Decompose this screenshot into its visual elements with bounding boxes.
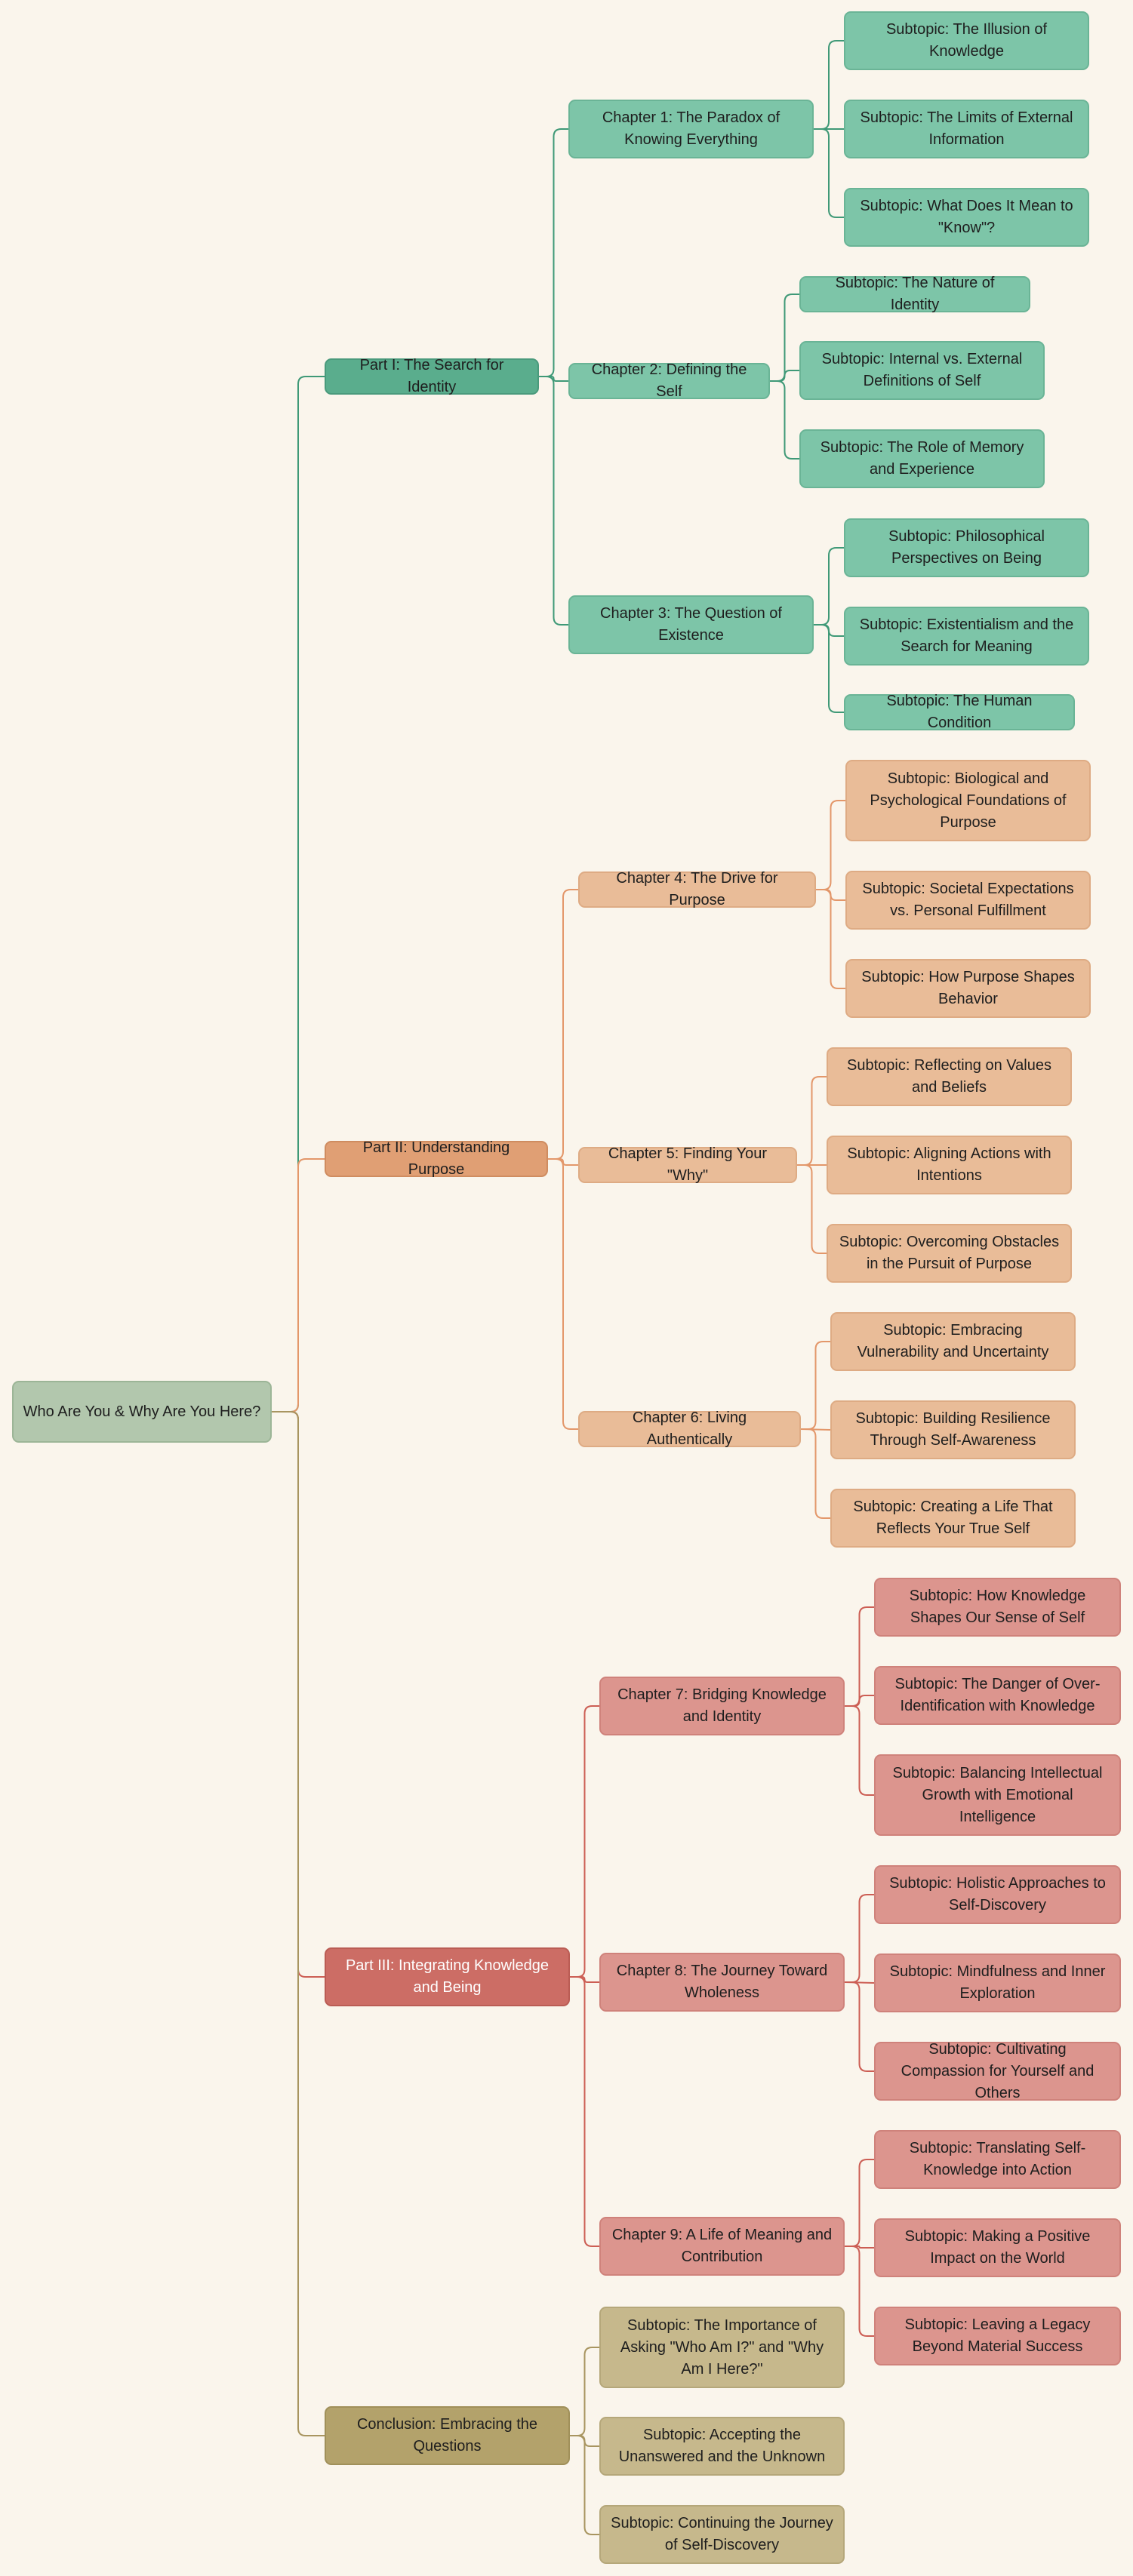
subtopic-node[interactable]: Subtopic: Internal vs. External Definiti… — [799, 341, 1045, 400]
connector-line — [845, 2246, 874, 2337]
connector-line — [272, 1158, 325, 1412]
chapter-3-node[interactable]: Chapter 3: The Question of Existence — [568, 595, 814, 654]
connector-line — [814, 624, 844, 713]
subtopic-node[interactable]: Subtopic: The Limits of External Informa… — [844, 100, 1089, 158]
connector-line — [845, 1894, 874, 1983]
connector-line — [845, 2159, 874, 2247]
subtopic-node[interactable]: Subtopic: Holistic Approaches to Self-Di… — [874, 1865, 1121, 1924]
connector-line — [548, 1158, 578, 1166]
subtopic-node[interactable]: Subtopic: Aligning Actions with Intentio… — [827, 1136, 1072, 1194]
connector-line — [797, 1164, 827, 1254]
subtopic-node[interactable]: Subtopic: Creating a Life That Reflects … — [830, 1489, 1076, 1548]
chapter-2-node[interactable]: Chapter 2: Defining the Self — [568, 361, 770, 400]
connector-line — [272, 1411, 325, 2436]
connector-line — [814, 547, 844, 626]
subtopic-node[interactable]: Subtopic: The Human Condition — [844, 693, 1075, 731]
subtopic-node[interactable]: Subtopic: Embracing Vulnerability and Un… — [830, 1312, 1076, 1371]
connector-line — [816, 800, 845, 890]
connector-line — [814, 128, 844, 218]
chapter-4-node[interactable]: Chapter 4: The Drive for Purpose — [578, 870, 816, 908]
part-1-node[interactable]: Part I: The Search for Identity — [325, 357, 539, 395]
connector-line — [845, 1705, 874, 1796]
connector-line — [770, 294, 799, 382]
chapter-9-node[interactable]: Chapter 9: A Life of Meaning and Contrib… — [599, 2217, 845, 2276]
subtopic-node[interactable]: Subtopic: Overcoming Obstacles in the Pu… — [827, 1224, 1072, 1283]
subtopic-node[interactable]: Subtopic: Continuing the Journey of Self… — [599, 2505, 845, 2564]
connector-line — [539, 128, 568, 377]
connector-line — [570, 1976, 599, 2247]
subtopic-node[interactable]: Subtopic: Existentialism and the Search … — [844, 607, 1089, 666]
subtopic-node[interactable]: Subtopic: The Importance of Asking "Who … — [599, 2307, 845, 2388]
part-2-node[interactable]: Part II: Understanding Purpose — [325, 1139, 548, 1178]
connector-line — [845, 1695, 874, 1707]
subtopic-node[interactable]: Subtopic: Accepting the Unanswered and t… — [599, 2417, 845, 2476]
connector-line — [797, 1076, 827, 1166]
subtopic-node[interactable]: Subtopic: The Illusion of Knowledge — [844, 11, 1089, 70]
chapter-8-node[interactable]: Chapter 8: The Journey Toward Wholeness — [599, 1953, 845, 2012]
subtopic-node[interactable]: Subtopic: Cultivating Compassion for You… — [874, 2041, 1121, 2101]
connector-line — [539, 376, 568, 382]
subtopic-node[interactable]: Subtopic: Reflecting on Values and Belie… — [827, 1047, 1072, 1106]
subtopic-node[interactable]: Subtopic: How Knowledge Shapes Our Sense… — [874, 1578, 1121, 1637]
connector-line — [570, 1976, 599, 1983]
connector-line — [801, 1428, 830, 1519]
subtopic-node[interactable]: Subtopic: Building Resilience Through Se… — [830, 1400, 1076, 1459]
connector-line — [548, 1158, 578, 1430]
subtopic-node[interactable]: Subtopic: What Does It Mean to "Know"? — [844, 188, 1089, 247]
connector-line — [770, 380, 799, 460]
connector-line — [548, 889, 578, 1160]
connector-line — [570, 1705, 599, 1978]
connector-line — [801, 1341, 830, 1430]
subtopic-node[interactable]: Subtopic: Balancing Intellectual Growth … — [874, 1754, 1121, 1836]
subtopic-node[interactable]: Subtopic: Societal Expectations vs. Pers… — [845, 871, 1091, 930]
chapter-1-node[interactable]: Chapter 1: The Paradox of Knowing Everyt… — [568, 100, 814, 158]
connector-line — [770, 370, 799, 382]
conclusion-node[interactable]: Conclusion: Embracing the Questions — [325, 2406, 570, 2465]
subtopic-node[interactable]: Subtopic: Leaving a Legacy Beyond Materi… — [874, 2307, 1121, 2365]
connector-line — [539, 376, 568, 626]
subtopic-node[interactable]: Subtopic: Making a Positive Impact on th… — [874, 2218, 1121, 2277]
subtopic-node[interactable]: Subtopic: Philosophical Perspectives on … — [844, 518, 1089, 577]
subtopic-node[interactable]: Subtopic: Translating Self-Knowledge int… — [874, 2130, 1121, 2189]
chapter-6-node[interactable]: Chapter 6: Living Authentically — [578, 1409, 801, 1448]
subtopic-node[interactable]: Subtopic: Biological and Psychological F… — [845, 760, 1091, 841]
subtopic-node[interactable]: Subtopic: The Danger of Over-Identificat… — [874, 1666, 1121, 1725]
subtopic-node[interactable]: Subtopic: How Purpose Shapes Behavior — [845, 959, 1091, 1018]
connector-line — [814, 40, 844, 130]
subtopic-node[interactable]: Subtopic: Mindfulness and Inner Explorat… — [874, 1954, 1121, 2012]
connector-line — [816, 889, 845, 989]
root-node[interactable]: Who Are You & Why Are You Here? — [12, 1381, 272, 1443]
connector-line — [570, 2435, 599, 2535]
connector-line — [845, 2246, 874, 2249]
part-3-node[interactable]: Part III: Integrating Knowledge and Bein… — [325, 1947, 570, 2006]
subtopic-node[interactable]: Subtopic: The Role of Memory and Experie… — [799, 429, 1045, 488]
connector-line — [845, 1981, 874, 2072]
subtopic-node[interactable]: Subtopic: The Nature of Identity — [799, 275, 1030, 313]
chapter-7-node[interactable]: Chapter 7: Bridging Knowledge and Identi… — [599, 1677, 845, 1735]
connector-line — [845, 1606, 874, 1707]
chapter-5-node[interactable]: Chapter 5: Finding Your "Why" — [578, 1145, 797, 1184]
connector-line — [570, 2347, 599, 2436]
